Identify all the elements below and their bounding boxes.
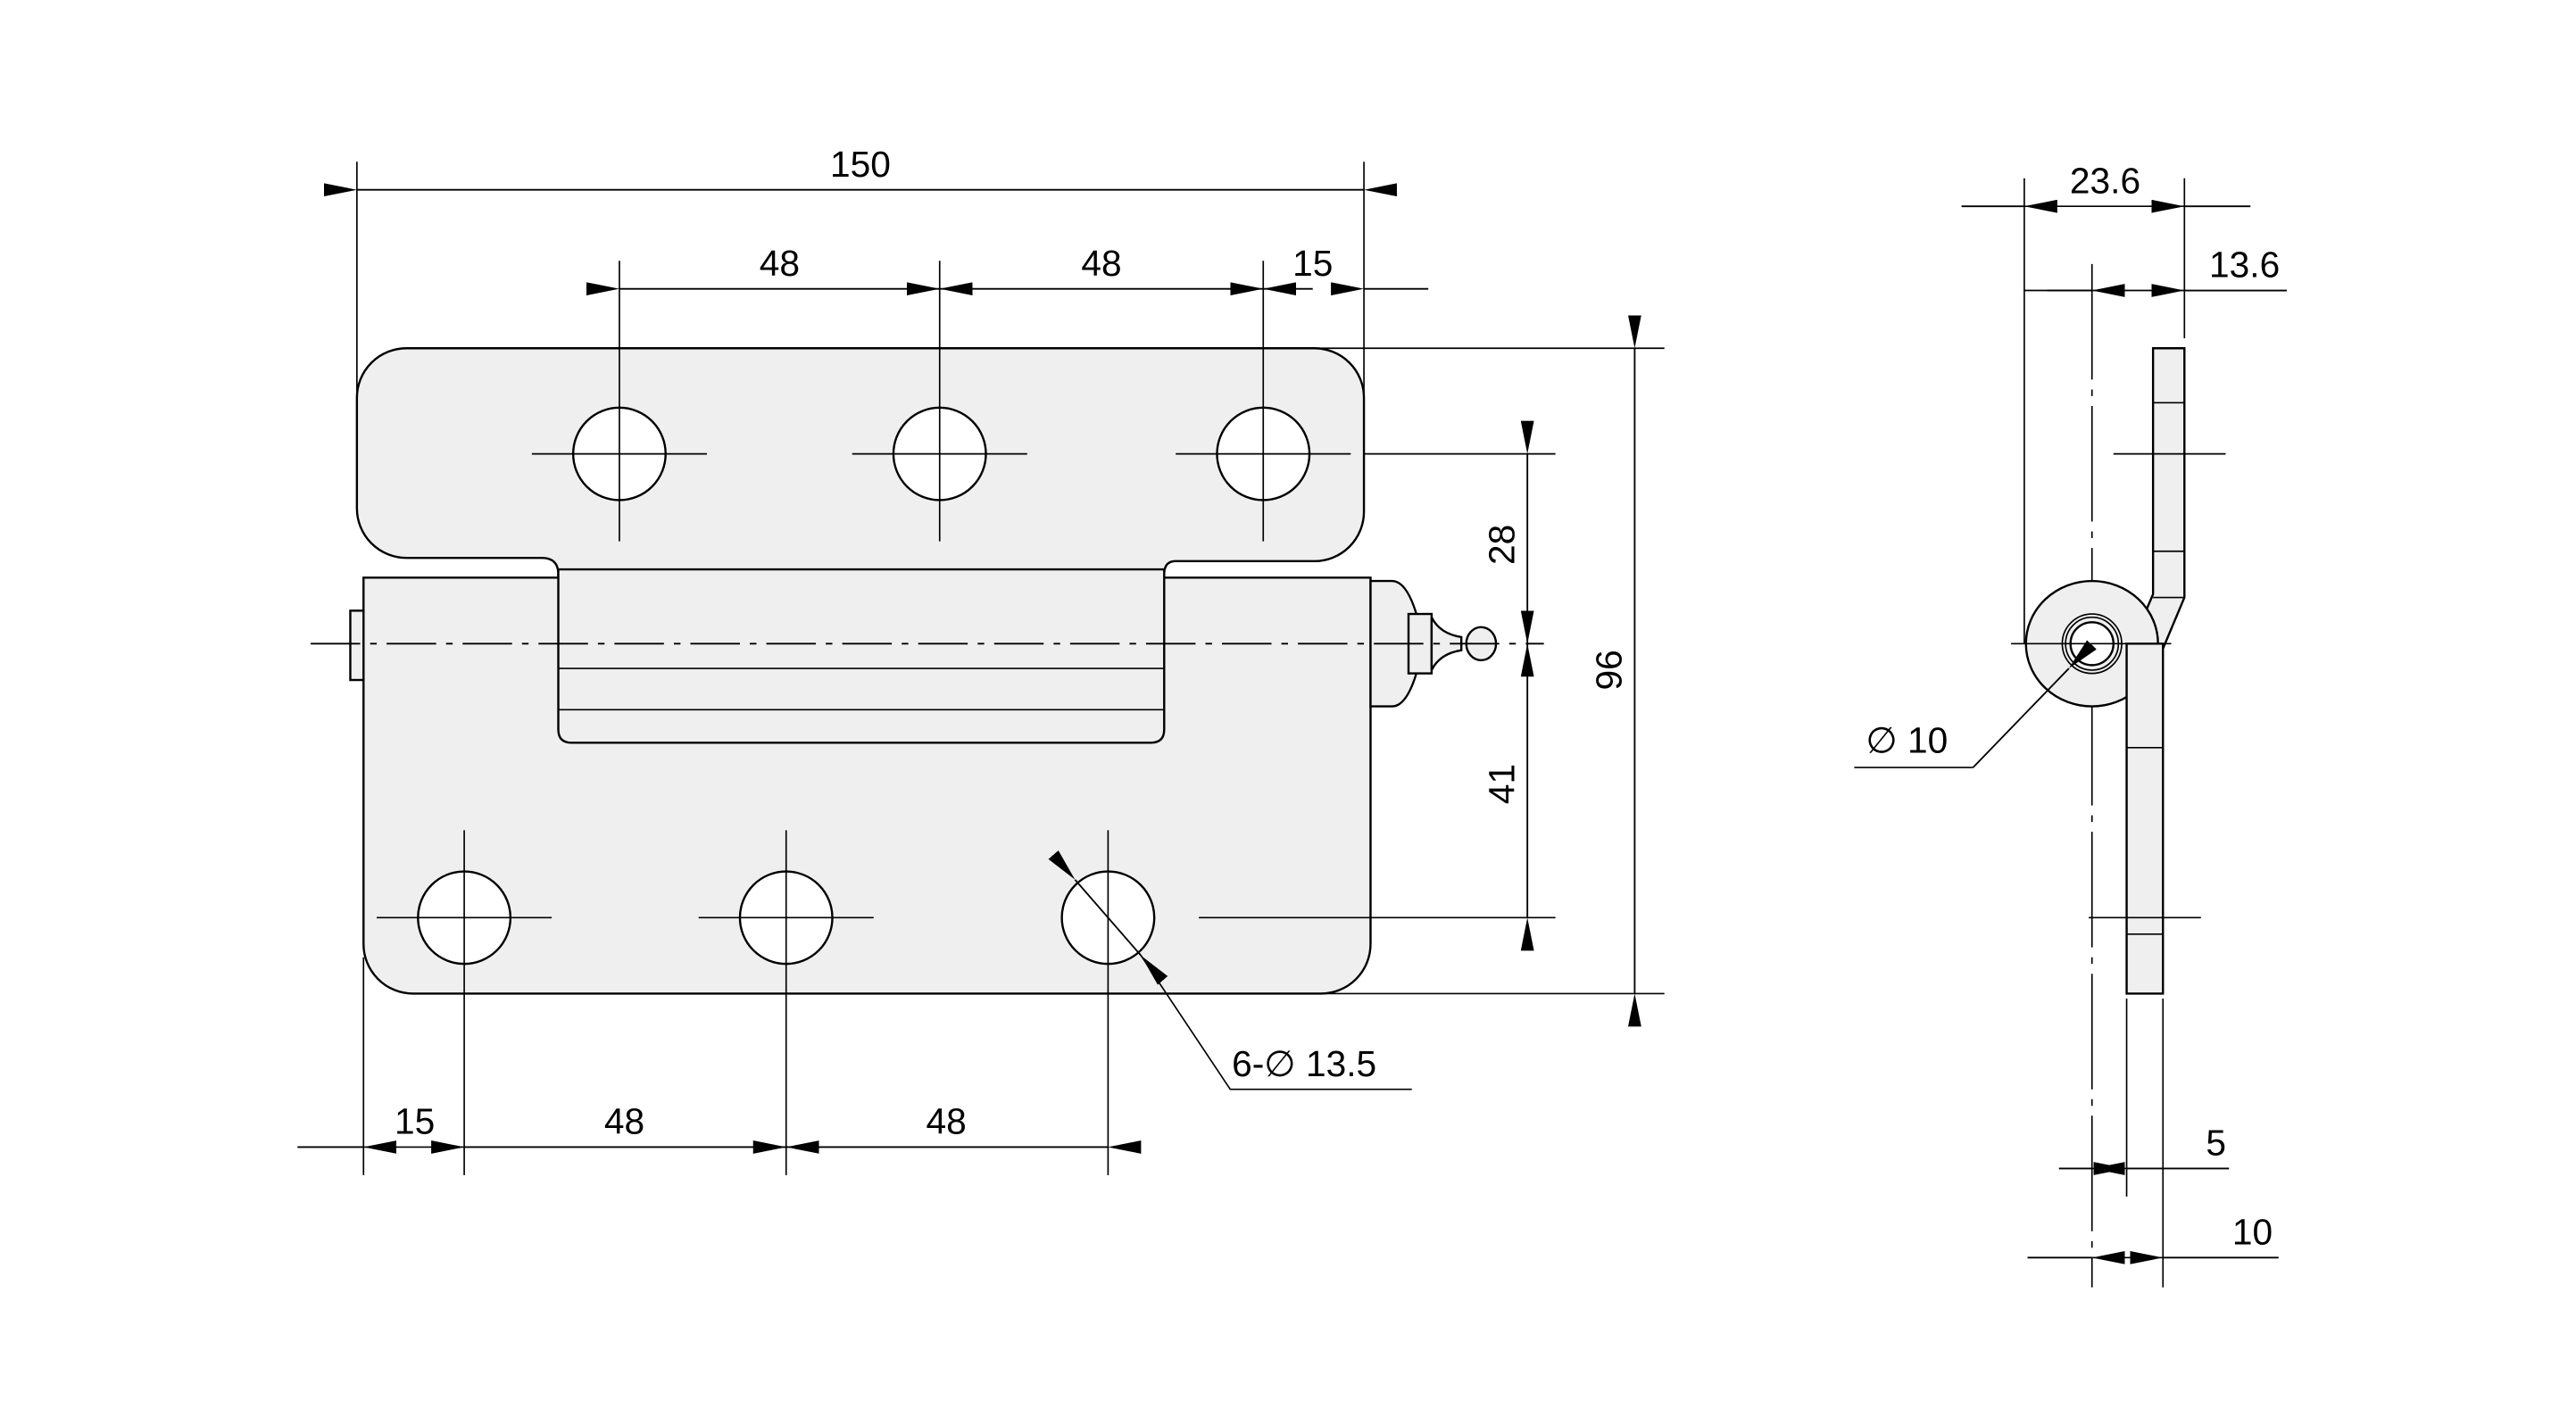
dim-28: 28	[1481, 525, 1522, 565]
pin-diameter: ∅ 10	[1866, 719, 1948, 760]
dim-23-6: 23.6	[2070, 160, 2140, 201]
dim-41: 41	[1481, 764, 1522, 804]
holes-callout: 6-∅ 13.5	[1232, 1043, 1376, 1084]
dim-top-pitch-2: 48	[1081, 243, 1121, 284]
dim-13-6: 13.6	[2209, 245, 2280, 286]
dim-10: 10	[2232, 1212, 2273, 1253]
dim-96: 96	[1589, 650, 1630, 690]
dim-top-pitch-1: 48	[760, 243, 800, 284]
dim-bottom-pitch-1: 48	[604, 1101, 644, 1142]
knuckle	[557, 568, 1166, 744]
pin-end	[349, 609, 365, 682]
dim-overall-width: 150	[830, 144, 891, 185]
dim-bottom-edge: 15	[395, 1101, 435, 1142]
front-view: 150 48 48 15 28 41 96 15 48 48 6-∅ 13.5	[297, 144, 1665, 1175]
side-view: 23.6 13.6 ∅ 10 5 10	[1854, 160, 2287, 1288]
lower-leaf-side	[2125, 643, 2165, 995]
upper-leaf	[355, 347, 1366, 576]
dim-5: 5	[2206, 1123, 2226, 1164]
dim-bottom-pitch-2: 48	[927, 1101, 967, 1142]
dim-top-edge: 15	[1292, 243, 1333, 284]
